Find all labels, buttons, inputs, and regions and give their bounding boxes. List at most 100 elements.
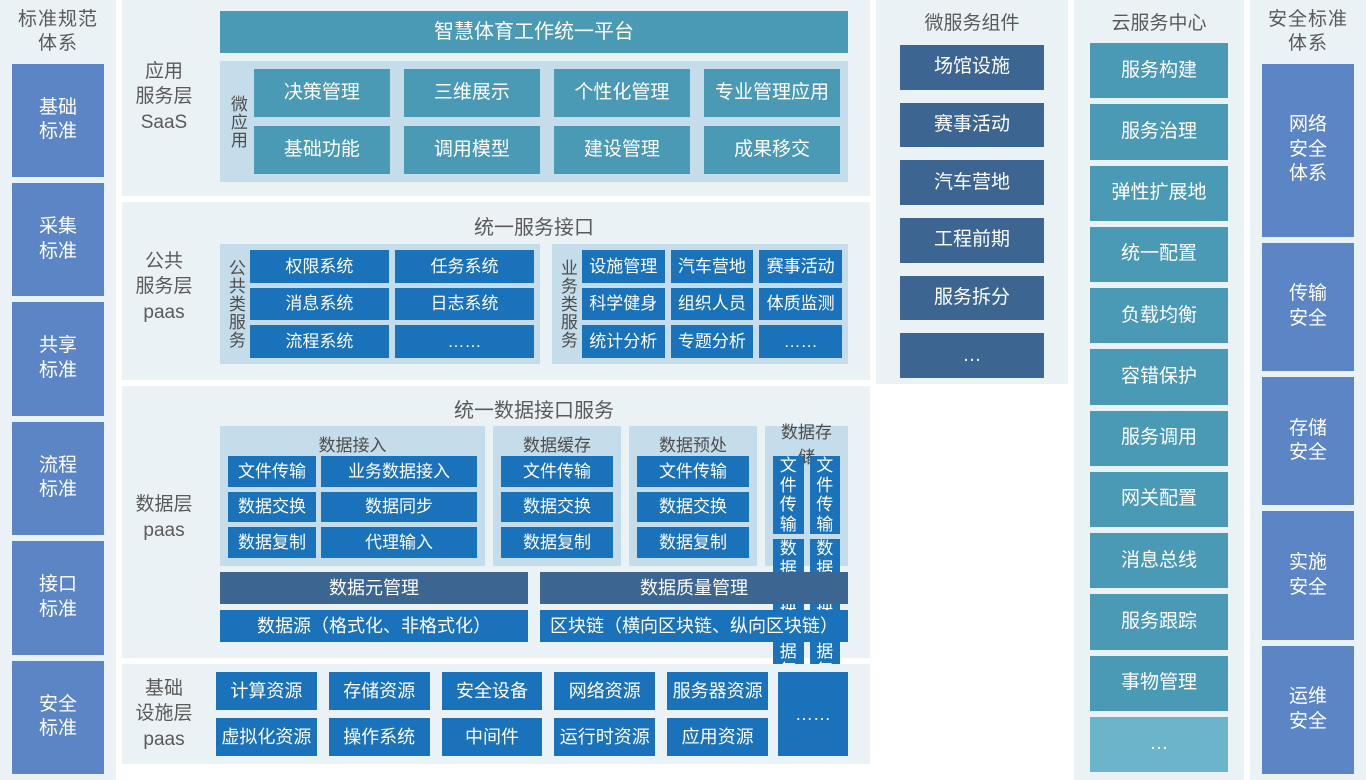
- infra-middleware[interactable]: 中间件: [441, 718, 543, 756]
- access-data-exchange[interactable]: 数据交换: [228, 491, 316, 523]
- app-tile-professional-mgmt[interactable]: 专业管理应用: [703, 69, 840, 117]
- pre-data-exchange[interactable]: 数据交换: [637, 491, 749, 523]
- micro-app-grid: 决策管理 三维展示 个性化管理 专业管理应用 基础功能 调用模型 建设管理 成果…: [253, 69, 840, 174]
- access-proxy-input[interactable]: 代理输入: [321, 527, 477, 558]
- svc-statistical-analysis[interactable]: 统计分析: [581, 325, 665, 358]
- pre-file-transfer[interactable]: 文件传输: [637, 456, 749, 487]
- sidebar-item-collection-standard[interactable]: 采集标准: [12, 182, 104, 297]
- cloud-more[interactable]: …: [1090, 716, 1228, 772]
- data-layer: 数据层 paas 统一数据接口服务 数据接入 文件传输 业务数据接入 数据交换 …: [122, 386, 870, 701]
- app-tile-personalized-mgmt[interactable]: 个性化管理: [553, 69, 690, 117]
- data-cache-grid: 文件传输 数据交换 数据复制: [501, 456, 613, 558]
- cloud-elastic-scaling[interactable]: 弹性扩展地: [1090, 165, 1228, 221]
- sidebar-item-interface-standard[interactable]: 接口标准: [12, 541, 104, 655]
- infra-runtime-resource[interactable]: 运行时资源: [554, 718, 656, 756]
- msvc-event-activity[interactable]: 赛事活动: [900, 102, 1044, 148]
- sidebar-item-operations-security[interactable]: 运维安全: [1262, 645, 1354, 774]
- data-storage-title: 数据存储: [781, 423, 832, 467]
- infrastructure-wrap: 计算资源 存储资源 安全设备 网络资源 服务器资源 虚拟化资源 操作系统 中间件…: [216, 672, 848, 756]
- cloud-center-list: 服务构建 服务治理 弹性扩展地 统一配置 负载均衡 容错保护 服务调用 网关配置…: [1090, 43, 1228, 772]
- sidebar-item-basic-standard[interactable]: 基础标准: [12, 63, 104, 177]
- cloud-service-build[interactable]: 服务构建: [1090, 43, 1228, 99]
- cloud-message-bus[interactable]: 消息总线: [1090, 533, 1228, 589]
- infra-more[interactable]: ……: [778, 672, 848, 756]
- svc-scientific-fitness[interactable]: 科学健身: [581, 287, 665, 321]
- sidebar-item-implementation-security[interactable]: 实施安全: [1262, 511, 1354, 640]
- app-tile-basic-function[interactable]: 基础功能: [253, 126, 390, 174]
- sidebar-item-process-standard[interactable]: 流程标准: [12, 421, 104, 536]
- infra-network-resource[interactable]: 网络资源: [554, 672, 656, 710]
- sidebar-item-network-security-system[interactable]: 网络 安全 体系: [1262, 63, 1354, 237]
- infra-storage-resource[interactable]: 存储资源: [328, 672, 430, 710]
- svc-message-system[interactable]: 消息系统: [249, 287, 389, 321]
- infra-virtualization-resource[interactable]: 虚拟化资源: [216, 718, 317, 756]
- data-quality-management[interactable]: 数据质量管理: [540, 572, 848, 604]
- cloud-gateway-config[interactable]: 网关配置: [1090, 471, 1228, 527]
- app-tile-construction-mgmt[interactable]: 建设管理: [553, 126, 690, 174]
- infra-server-resource[interactable]: 服务器资源: [667, 672, 768, 710]
- data-cache-title: 数据缓存: [523, 435, 591, 455]
- app-tile-3d-display[interactable]: 三维展示: [403, 69, 540, 117]
- cache-data-replication[interactable]: 数据复制: [501, 527, 613, 558]
- right-sidebar-list: 网络 安全 体系 传输安全 存储安全 实施安全 运维安全: [1250, 63, 1366, 775]
- access-business-data-access[interactable]: 业务数据接入: [321, 456, 477, 487]
- infra-application-resource[interactable]: 应用资源: [667, 718, 768, 756]
- svc-organization-personnel[interactable]: 组织人员: [670, 287, 754, 321]
- svc-process-system[interactable]: 流程系统: [249, 325, 389, 358]
- svc-thematic-analysis[interactable]: 专题分析: [670, 325, 754, 358]
- cloud-load-balancing[interactable]: 负载均衡: [1090, 288, 1228, 344]
- app-tile-result-handover[interactable]: 成果移交: [703, 126, 840, 174]
- msvc-venue-facility[interactable]: 场馆设施: [900, 45, 1044, 90]
- sidebar-item-sharing-standard[interactable]: 共享标准: [12, 302, 104, 416]
- right-sidebar-security: 安全标准 体系 网络 安全 体系 传输安全 存储安全 实施安全 运维安全: [1250, 0, 1366, 780]
- svc-public-more[interactable]: ……: [394, 325, 534, 358]
- app-tile-call-model[interactable]: 调用模型: [403, 126, 540, 174]
- msvc-service-split[interactable]: 服务拆分: [900, 275, 1044, 321]
- svc-physique-monitoring[interactable]: 体质监测: [759, 287, 842, 321]
- metadata-management[interactable]: 数据元管理: [220, 572, 528, 604]
- micro-app-vertical-label: 微应用: [227, 94, 247, 149]
- msvc-project-preliminary[interactable]: 工程前期: [900, 218, 1044, 263]
- sidebar-item-transmission-security[interactable]: 传输安全: [1262, 242, 1354, 372]
- data-bottom-rows: 数据元管理 数据质量管理 数据源（格式化、非格式化） 区块链（横向区块链、纵向区…: [220, 572, 848, 642]
- msvc-car-camp[interactable]: 汽车营地: [900, 160, 1044, 206]
- right-sidebar-title: 安全标准 体系: [1267, 9, 1348, 54]
- svc-car-camp[interactable]: 汽车营地: [670, 250, 754, 283]
- svc-facility-mgmt[interactable]: 设施管理: [581, 250, 665, 283]
- sidebar-item-storage-security[interactable]: 存储安全: [1262, 377, 1354, 506]
- infra-operating-system[interactable]: 操作系统: [328, 718, 430, 756]
- left-sidebar-list: 基础标准 采集标准 共享标准 流程标准 接口标准 安全标准: [0, 63, 116, 775]
- svc-event-activity[interactable]: 赛事活动: [759, 250, 842, 283]
- cache-file-transfer[interactable]: 文件传输: [501, 456, 613, 487]
- data-source-row: 数据源（格式化、非格式化） 区块链（横向区块链、纵向区块链）: [220, 610, 848, 642]
- access-data-replication[interactable]: 数据复制: [228, 527, 316, 558]
- cloud-transaction-mgmt[interactable]: 事物管理: [1090, 655, 1228, 711]
- cloud-fault-tolerance[interactable]: 容错保护: [1090, 349, 1228, 405]
- access-file-transfer[interactable]: 文件传输: [228, 456, 316, 487]
- infra-compute-resource[interactable]: 计算资源: [216, 672, 317, 710]
- unified-platform-banner[interactable]: 智慧体育工作统一平台: [220, 11, 848, 53]
- cloud-service-governance[interactable]: 服务治理: [1090, 104, 1228, 160]
- svc-business-more[interactable]: ……: [759, 325, 842, 358]
- data-source[interactable]: 数据源（格式化、非格式化）: [220, 610, 528, 642]
- msvc-more[interactable]: …: [900, 333, 1044, 379]
- business-type-service-grid: 设施管理 汽车营地 赛事活动 科学健身 组织人员 体质监测 统计分析 专题分析 …: [581, 250, 842, 358]
- svc-task-system[interactable]: 任务系统: [394, 250, 534, 283]
- svc-permission-system[interactable]: 权限系统: [249, 250, 389, 283]
- access-data-sync[interactable]: 数据同步: [321, 491, 477, 523]
- sidebar-item-security-standard[interactable]: 安全标准: [12, 660, 104, 775]
- cloud-service-invocation[interactable]: 服务调用: [1090, 410, 1228, 466]
- cloud-service-center-column: 云服务中心 服务构建 服务治理 弹性扩展地 统一配置 负载均衡 容错保护 服务调…: [1074, 0, 1244, 780]
- store-file-transfer-2[interactable]: 文件传输: [809, 456, 840, 535]
- store-file-transfer-1[interactable]: 文件传输: [773, 456, 804, 535]
- app-tile-decision-mgmt[interactable]: 决策管理: [253, 69, 390, 117]
- cloud-unified-config[interactable]: 统一配置: [1090, 226, 1228, 282]
- blockchain[interactable]: 区块链（横向区块链、纵向区块链）: [540, 610, 848, 642]
- cache-data-exchange[interactable]: 数据交换: [501, 491, 613, 523]
- unified-service-interface-title: 统一服务接口: [474, 216, 594, 239]
- svc-log-system[interactable]: 日志系统: [394, 287, 534, 321]
- cloud-service-tracing[interactable]: 服务跟踪: [1090, 594, 1228, 650]
- infra-security-device[interactable]: 安全设备: [441, 672, 543, 710]
- business-type-service-vertical-label: 业务类服务: [557, 259, 577, 349]
- pre-data-replication[interactable]: 数据复制: [637, 527, 749, 558]
